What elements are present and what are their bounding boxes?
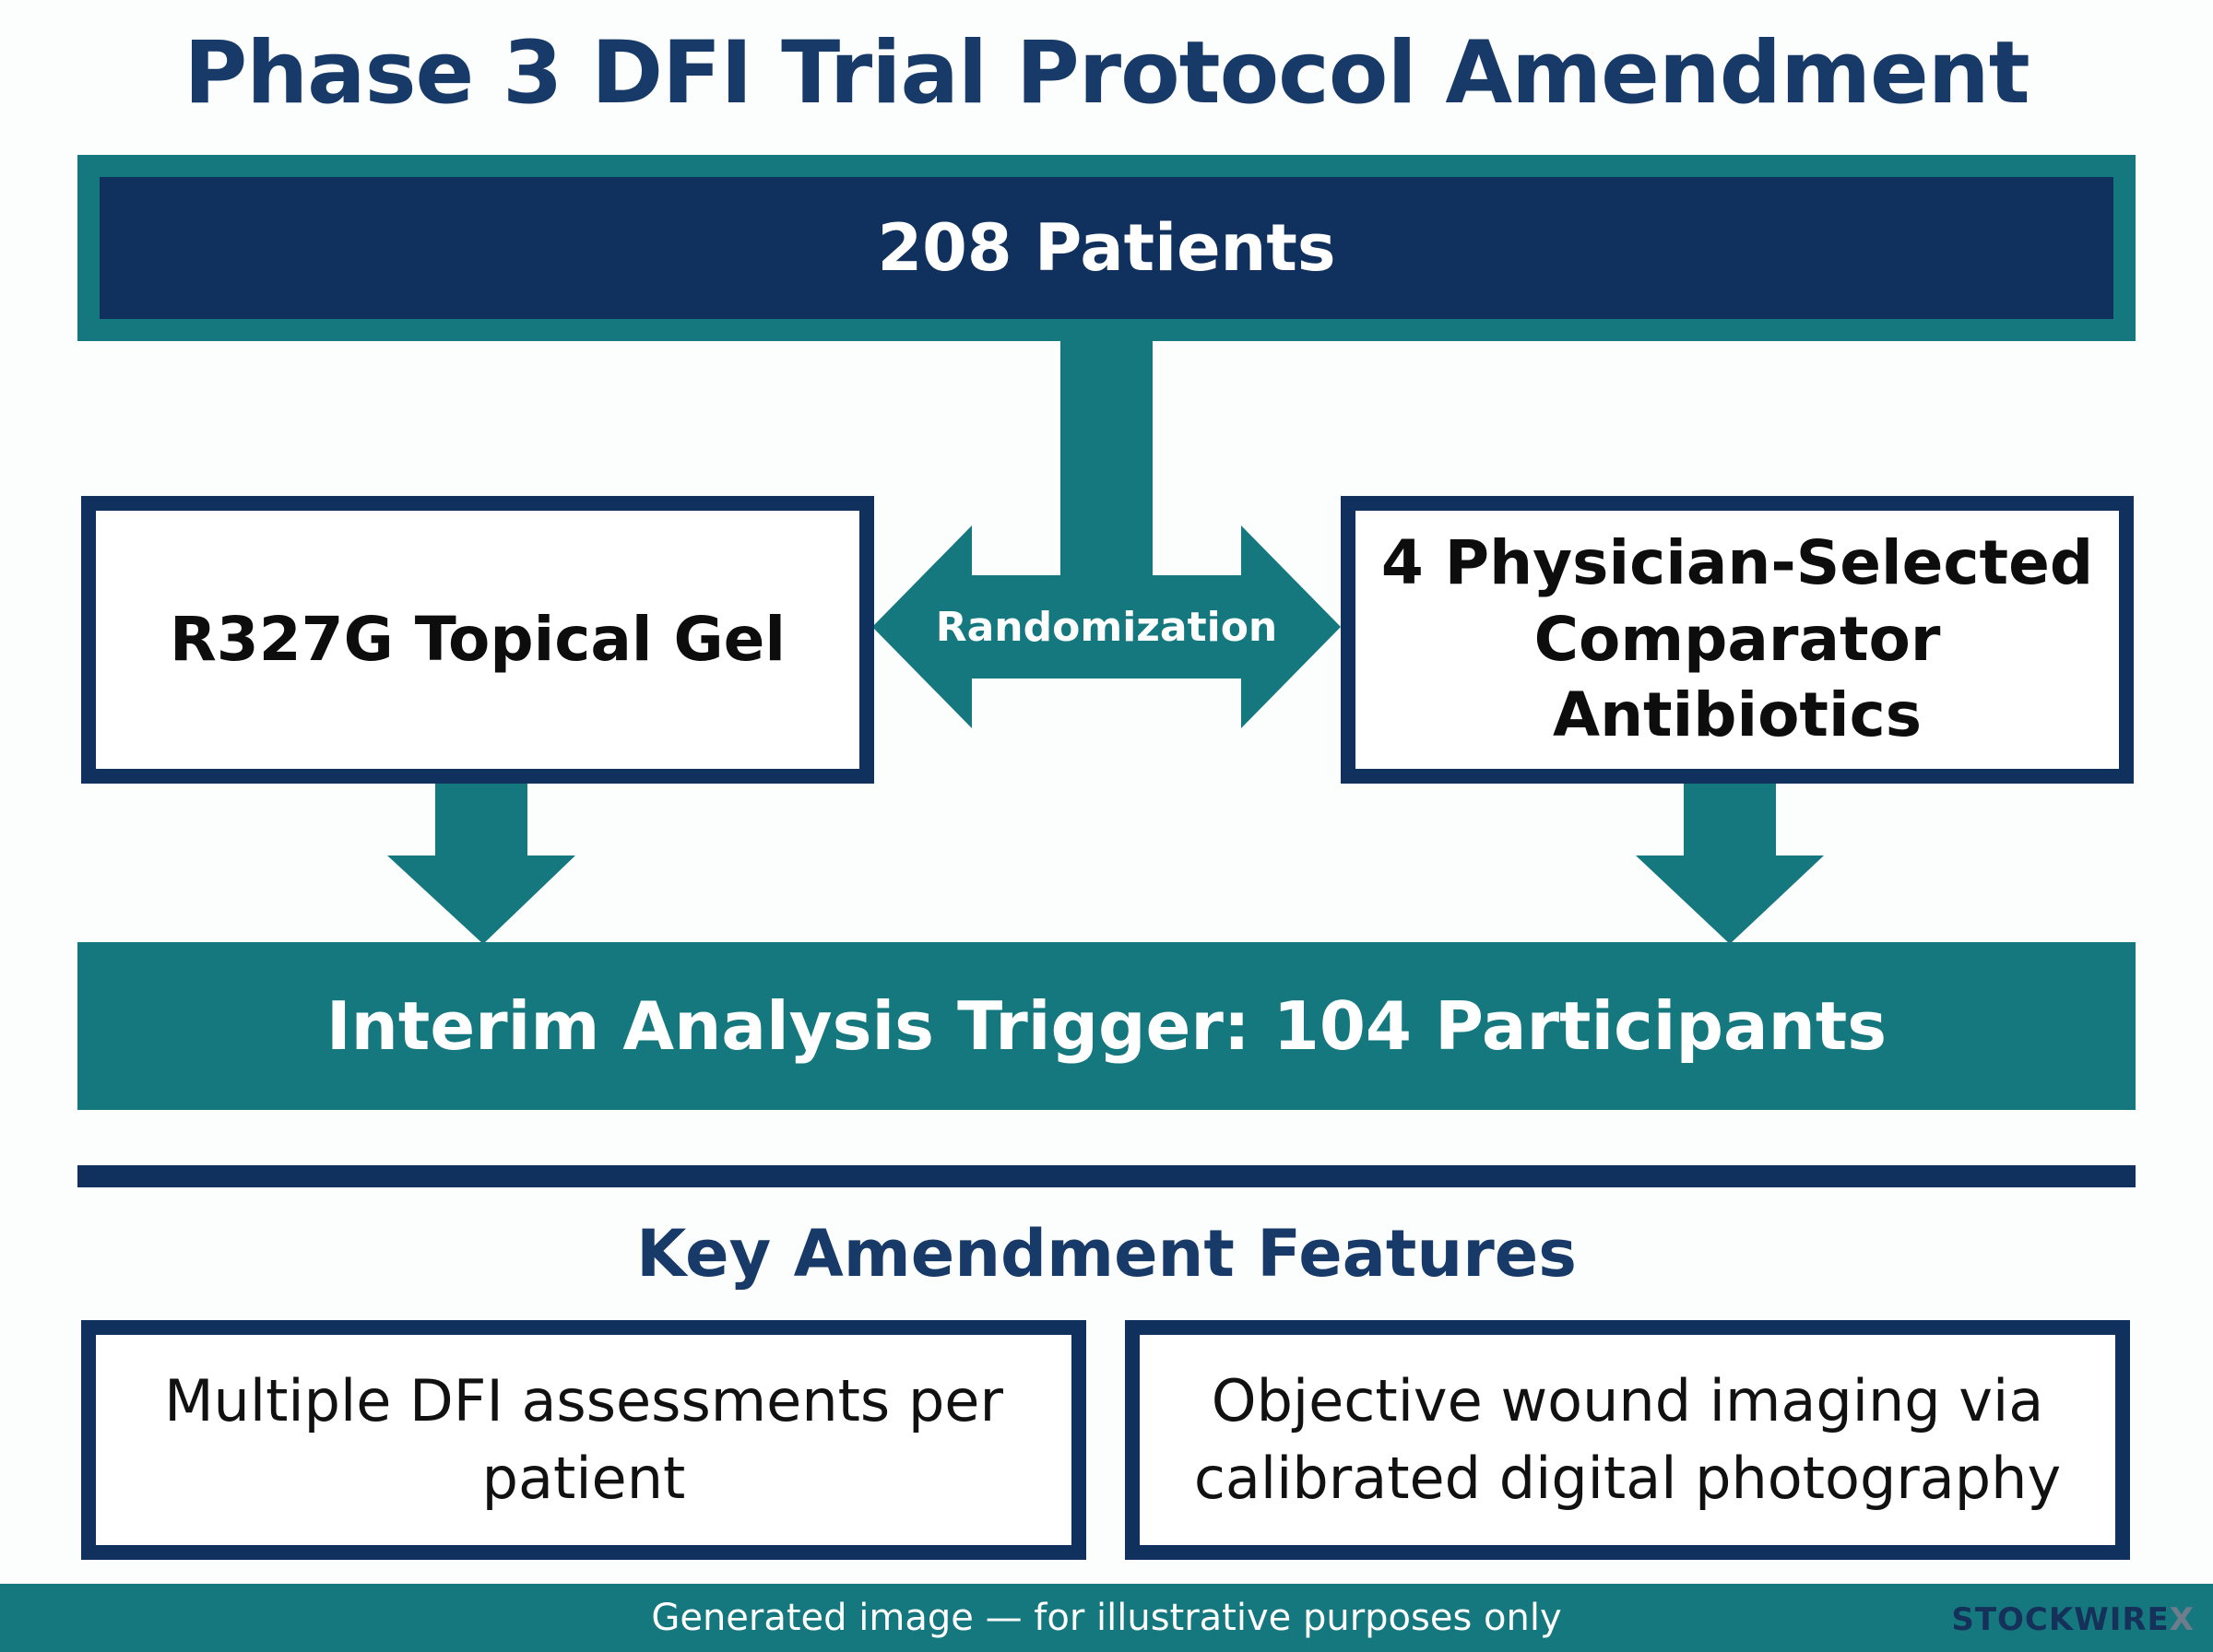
interim-analysis-bar: Interim Analysis Trigger: 104 Participan… xyxy=(77,942,2136,1110)
stem-connector xyxy=(1060,337,1153,577)
feature-box: Objective wound imaging via calibrated d… xyxy=(1125,1320,2130,1560)
population-box: 208 Patients xyxy=(77,155,2136,341)
randomization-label: Randomization xyxy=(935,603,1278,651)
interim-analysis-label: Interim Analysis Trigger: 104 Participan… xyxy=(325,987,1888,1065)
comparator-arm-label: 4 Physician-Selected Comparator Antibiot… xyxy=(1380,527,2094,751)
features-heading: Key Amendment Features xyxy=(636,1216,1577,1292)
footer-bar: Generated image — for illustrative purpo… xyxy=(0,1584,2213,1652)
feature-box: Multiple DFI assessments per patient xyxy=(81,1320,1086,1560)
right-down-arrow xyxy=(1636,780,1824,944)
left-down-arrow xyxy=(387,780,575,944)
randomization-double-arrow xyxy=(872,525,1341,728)
feature-label: Multiple DFI assessments per patient xyxy=(164,1367,1003,1512)
population-label: 208 Patients xyxy=(100,177,2113,319)
watermark-x-mark: X xyxy=(2169,1601,2195,1638)
page-title: Phase 3 DFI Trial Protocol Amendment xyxy=(183,22,2030,124)
treatment-arm-box: R327G Topical Gel xyxy=(81,496,874,784)
feature-label: Objective wound imaging via calibrated d… xyxy=(1193,1367,2062,1512)
section-divider xyxy=(77,1165,2136,1187)
watermark-text: STOCKWIRE xyxy=(1951,1601,2170,1638)
comparator-arm-box: 4 Physician-Selected Comparator Antibiot… xyxy=(1341,496,2134,784)
treatment-arm-label: R327G Topical Gel xyxy=(169,603,787,675)
footer-disclaimer: Generated image — for illustrative purpo… xyxy=(651,1597,1562,1639)
